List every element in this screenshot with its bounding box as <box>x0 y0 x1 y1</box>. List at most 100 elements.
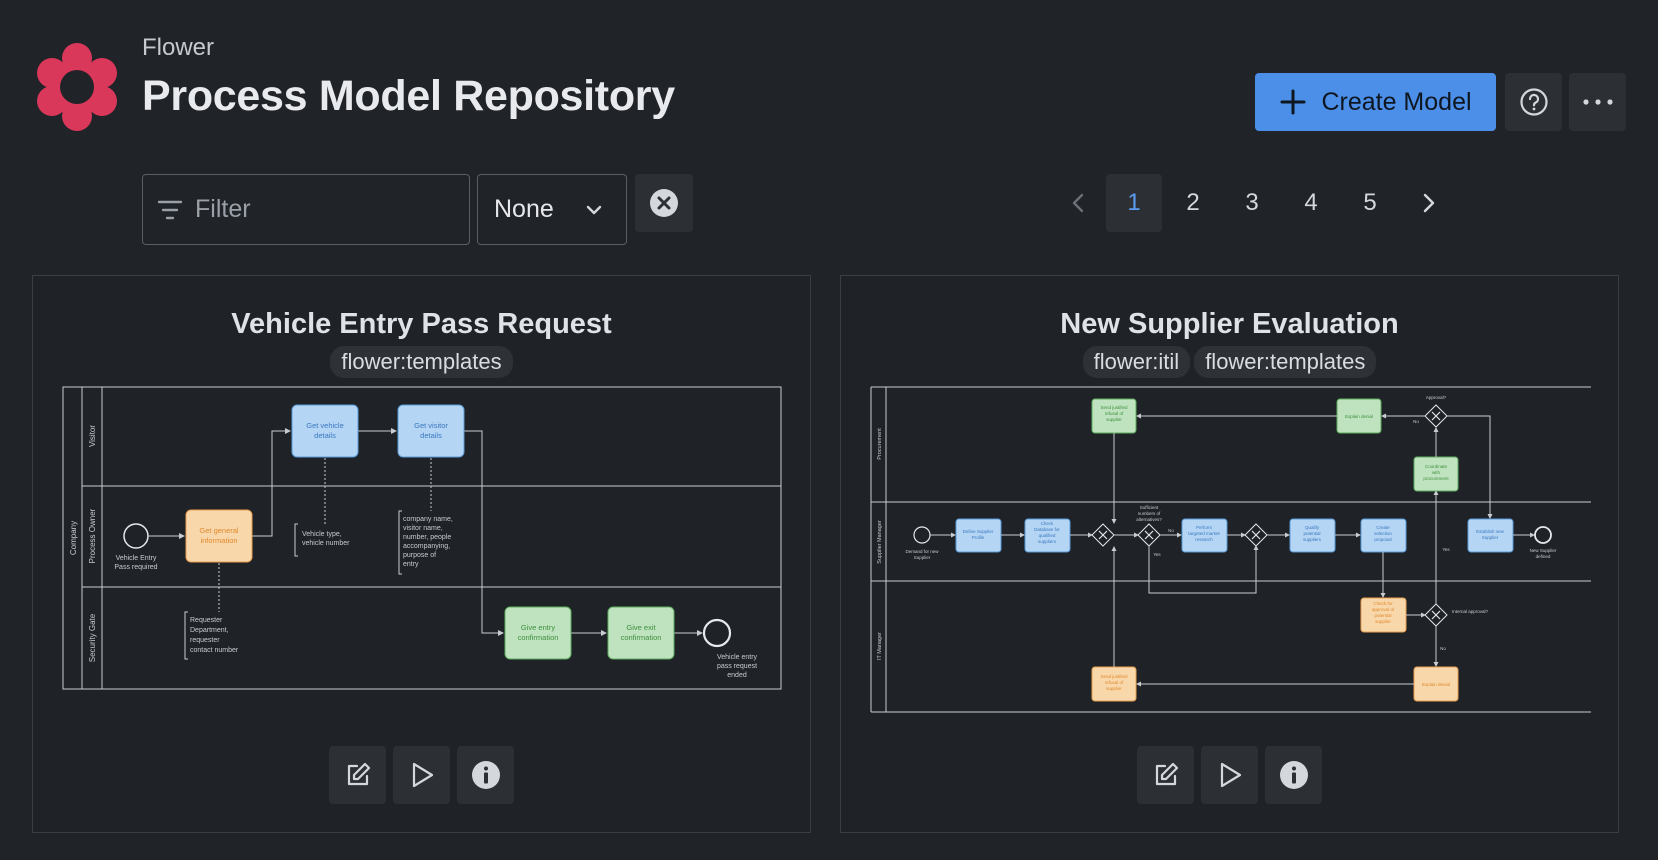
more-options-button[interactable] <box>1569 73 1626 131</box>
info-icon <box>471 761 500 789</box>
end-event-label: New Supplier <box>1530 548 1557 553</box>
task-label: information <box>200 536 237 545</box>
task-label: Explain denial <box>1422 682 1450 687</box>
start-event <box>123 523 149 549</box>
card-actions <box>841 746 1618 804</box>
task-label: proposal <box>1374 537 1391 542</box>
edit-icon <box>347 762 370 786</box>
task-label: Give exit <box>626 623 656 632</box>
end-event <box>1534 526 1552 544</box>
tag-list: flower:itil flower:templates <box>841 346 1618 378</box>
app-name: Flower <box>142 34 215 61</box>
gateway <box>1091 523 1115 547</box>
task-give-exit-confirmation <box>607 606 675 660</box>
task-label: supplier <box>1106 417 1122 422</box>
filter-lines-icon <box>157 200 183 219</box>
annotation-text: Department, <box>190 627 229 634</box>
flower-logo-icon <box>37 43 117 131</box>
chevron-right-icon <box>1423 193 1435 213</box>
lane-label: Security Gate <box>88 613 97 662</box>
task-label: Profile <box>972 535 985 540</box>
task-label: targeted market <box>1188 531 1220 536</box>
page-5-button[interactable]: 5 <box>1363 189 1377 216</box>
tag-list: flower:templates <box>33 346 810 378</box>
task-label: Create <box>1376 525 1390 530</box>
gateway-label: Internal approval? <box>1452 609 1489 614</box>
task-label: details <box>314 431 336 440</box>
start-event <box>913 526 931 544</box>
edit-icon <box>1155 762 1178 786</box>
task-label: Get visitor <box>414 421 448 430</box>
tag: flower:templates <box>1194 346 1377 378</box>
lane-label: IT Manager <box>877 632 883 660</box>
flow-label: No <box>1168 528 1174 533</box>
task-label: Coordinate <box>1425 464 1448 469</box>
start-event-label: Vehicle Entry <box>116 555 157 562</box>
task-label: supplier <box>1375 619 1391 624</box>
previous-page-button[interactable] <box>1050 174 1106 232</box>
page-title: Process Model Repository <box>142 72 675 120</box>
model-info-button[interactable] <box>1265 746 1322 804</box>
model-title: Vehicle Entry Pass Request <box>231 308 612 340</box>
task-label: Establish new <box>1476 529 1505 534</box>
gateway <box>1244 523 1268 547</box>
run-model-button[interactable] <box>1201 746 1258 804</box>
clear-filter-button[interactable] <box>635 174 693 232</box>
task-get-visitor-details <box>397 404 465 458</box>
tag: flower:itil <box>1082 346 1191 378</box>
task-label: suppliers <box>1303 537 1322 542</box>
task-label: approval of <box>1372 607 1395 612</box>
lane-label: Process Owner <box>88 508 97 563</box>
card-actions <box>33 746 810 804</box>
annotation-text: company name, <box>403 516 453 523</box>
task-get-vehicle-details <box>291 404 359 458</box>
page-2-button[interactable]: 2 <box>1186 189 1200 216</box>
run-model-button[interactable] <box>393 746 450 804</box>
annotation-text: accompanying, <box>403 543 450 550</box>
more-horizontal-icon <box>1582 99 1613 105</box>
task-label: qualified <box>1039 533 1056 538</box>
create-model-button[interactable]: Create Model <box>1255 73 1496 131</box>
page-4-button[interactable]: 4 <box>1304 189 1318 216</box>
process-diagram[interactable]: Company Visitor Process Owner Security G… <box>62 386 782 691</box>
task-give-entry-confirmation <box>504 606 572 660</box>
play-icon <box>412 762 433 788</box>
gateway-label: numbers of <box>1138 511 1161 516</box>
end-event-label: defined <box>1536 554 1551 559</box>
flow-label: Yes <box>1442 547 1450 552</box>
page-1-button[interactable]: 1 <box>1106 174 1162 232</box>
filter-select-value: None <box>494 195 554 223</box>
plus-icon <box>1280 89 1306 115</box>
task-label: Give entry <box>521 623 555 632</box>
help-button[interactable] <box>1505 73 1562 131</box>
gateway-label: alternatives? <box>1136 517 1162 522</box>
edit-model-button[interactable] <box>1137 746 1194 804</box>
page-3-button[interactable]: 3 <box>1245 189 1259 216</box>
filter-field[interactable] <box>142 174 470 245</box>
chevron-left-icon <box>1072 193 1084 213</box>
end-event-label: ended <box>727 672 747 679</box>
annotation-text: Requester <box>190 617 223 624</box>
model-info-button[interactable] <box>457 746 514 804</box>
filter-select[interactable]: None <box>477 174 627 245</box>
task-label: Supplier <box>1482 535 1499 540</box>
task-label: confirmation <box>518 633 559 642</box>
gateway <box>1424 603 1448 627</box>
task-label: selection <box>1374 531 1392 536</box>
gateway <box>1424 404 1448 428</box>
end-event-label: Vehicle entry <box>717 654 758 661</box>
model-title: New Supplier Evaluation <box>1060 308 1399 340</box>
lane-label: Supplier Manager <box>877 520 883 564</box>
task-label: confirmation <box>621 633 662 642</box>
process-diagram[interactable]: Procurement Supplier Manager IT Manager … <box>870 386 1591 713</box>
task-label: Perform <box>1196 525 1212 530</box>
end-event-label: pass request <box>717 663 757 670</box>
gateway <box>1137 523 1161 547</box>
task-label: Check for <box>1373 601 1393 606</box>
edit-model-button[interactable] <box>329 746 386 804</box>
task-label: Database for <box>1034 527 1060 532</box>
model-card: New Supplier Evaluation flower:itil flow… <box>840 275 1619 833</box>
filter-input[interactable] <box>195 195 435 224</box>
task-label: Explain denial <box>1345 414 1373 419</box>
next-page-button[interactable] <box>1401 174 1457 232</box>
